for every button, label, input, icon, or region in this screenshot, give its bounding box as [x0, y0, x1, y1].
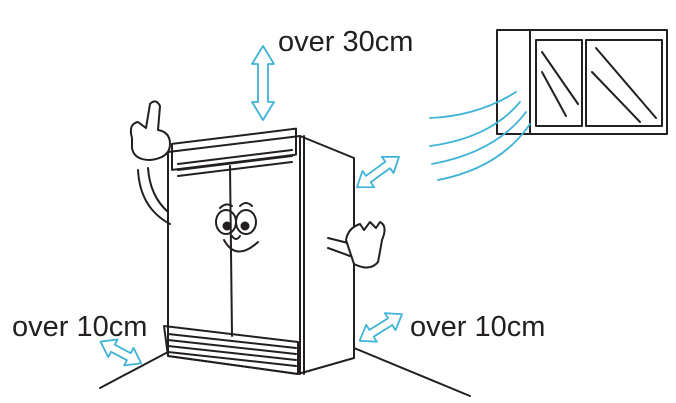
mascot-right-arm	[327, 221, 386, 269]
left-clearance-label: over 10cm	[12, 311, 148, 343]
left-clearance-arrow	[99, 338, 143, 367]
floor-lines	[99, 347, 471, 397]
window	[496, 29, 668, 135]
airflow-lines	[429, 91, 531, 181]
top-clearance-label: over 30cm	[278, 26, 414, 58]
top-clearance-arrow	[251, 45, 275, 121]
right-clearance-label: over 10cm	[410, 311, 546, 343]
mascot-left-arm	[129, 100, 171, 225]
clearance-arrows	[99, 45, 403, 367]
right-clearance-arrow	[358, 312, 403, 343]
side-clearance-arrow	[356, 155, 400, 189]
mascot-face	[215, 202, 259, 253]
dehumidifier-unit	[163, 127, 355, 375]
